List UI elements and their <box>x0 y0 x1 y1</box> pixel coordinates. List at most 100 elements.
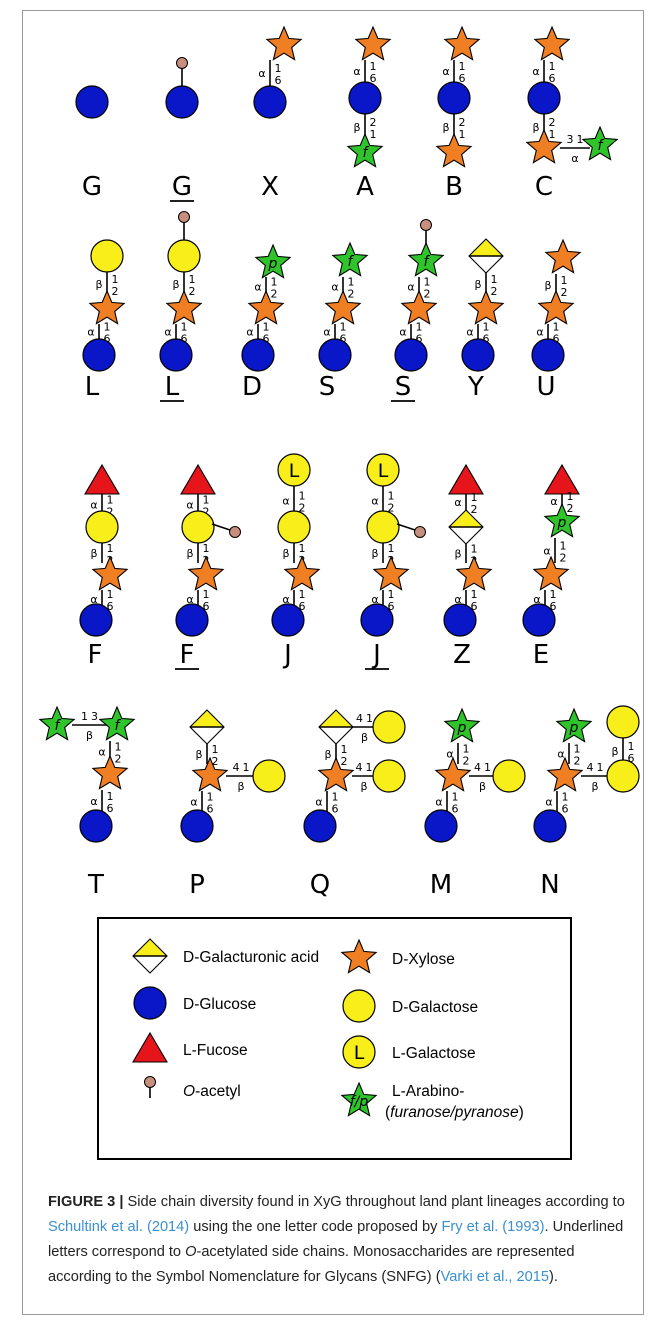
arabinose-ring-letter: f <box>598 138 605 154</box>
linkage-anomer: α <box>466 326 473 339</box>
legend-label-galactose: D-Galactose <box>392 999 478 1016</box>
linkage-position: 1 <box>471 491 478 504</box>
caption-reference-fry[interactable]: Fry et al. (1993) <box>441 1219 545 1235</box>
glucose-circle <box>82 338 116 372</box>
linkage-position: 2 <box>189 285 196 298</box>
linkage-position: 1 <box>550 588 557 601</box>
linkage-anomer: β <box>532 121 539 134</box>
linkage-anomer: α <box>186 593 193 606</box>
glucose-circle <box>75 85 109 119</box>
linkage-anomer: α <box>282 593 289 606</box>
fucose-triangle <box>448 463 484 495</box>
linkage-anomer: β <box>591 780 598 793</box>
linkage-position: 6 <box>275 74 282 87</box>
linkage-anomer: α <box>557 748 564 761</box>
arabinose-ring-letter: f/p <box>350 1094 369 1110</box>
linkage-anomer: α <box>454 593 461 606</box>
linkage-anomer: α <box>258 67 265 80</box>
xylose-star <box>340 938 378 974</box>
xylose-star <box>317 756 355 792</box>
arabinose-star <box>346 132 384 168</box>
caption-reference-schultink[interactable]: Schultink et al. (2014) <box>48 1219 190 1235</box>
structure-code-label: D <box>242 372 262 402</box>
linkage-position: 2 <box>348 288 355 301</box>
structure-code-label: X <box>261 172 279 202</box>
linkage-position: 1 <box>560 540 567 553</box>
linkage-position: 2 <box>567 502 574 515</box>
linkage-position: 1 <box>562 791 569 804</box>
linkage-position: 1 <box>577 133 584 146</box>
xylose-star <box>91 555 129 591</box>
linkage-position: 2 <box>424 288 431 301</box>
linkage-position: 1 <box>81 710 88 723</box>
galacturonic-acid-top <box>190 710 224 727</box>
arabinose-ring-letter: f <box>55 718 62 734</box>
linkage-anomer: α <box>545 796 552 809</box>
linkage-position: 2 <box>574 755 581 768</box>
structure-code-label: B <box>445 172 463 202</box>
linkage-position: 1 <box>459 60 466 73</box>
caption-text-3: . Underlined letters correspond to <box>48 1219 624 1260</box>
linkage-anomer: α <box>371 495 378 508</box>
linkage-position: 6 <box>263 333 270 346</box>
fucose-triangle <box>544 463 580 495</box>
galactose-circle <box>277 510 311 544</box>
structure-code-label: P <box>189 870 205 900</box>
linkage-anomer: α <box>323 326 330 339</box>
linkage-position: 4 <box>587 761 594 774</box>
fucose-triangle <box>132 1031 168 1063</box>
acetyl-circle <box>420 219 432 231</box>
linkage-position: 4 <box>233 761 240 774</box>
linkage-position: 2 <box>112 285 119 298</box>
linkage-position: 6 <box>549 72 556 85</box>
fucose-triangle <box>180 463 216 495</box>
glucose-circle <box>180 809 214 843</box>
arabinose-star <box>340 1081 378 1117</box>
linkage-anomer: α <box>550 495 557 508</box>
linkage-anomer: α <box>90 593 97 606</box>
arabinose-star <box>38 705 76 741</box>
linkage-position: 1 <box>348 276 355 289</box>
linkage-position: 1 <box>366 761 373 774</box>
structure-code-label: U <box>536 372 555 402</box>
caption-text-1: Side chain diversity found in XyG throug… <box>123 1194 625 1210</box>
galactose-circle <box>167 239 201 273</box>
arabinose-star <box>407 241 445 277</box>
glucose-circle <box>241 338 275 372</box>
linkage-position: 1 <box>471 588 478 601</box>
linkage-anomer: β <box>86 729 93 742</box>
linkage-position: 1 <box>107 790 114 803</box>
linkage-position: 1 <box>388 490 395 503</box>
galacturonic-acid-top <box>449 510 483 527</box>
structure-code-label: S <box>395 372 412 402</box>
xylose-star <box>467 289 505 325</box>
structure-code-label: G <box>172 172 192 202</box>
linkage-position: 2 <box>107 506 114 519</box>
linkage-position: 1 <box>189 273 196 286</box>
glucose-circle <box>159 338 193 372</box>
linkage-position: 1 <box>549 128 556 141</box>
caption-reference-varki[interactable]: Varki et al., 2015 <box>440 1269 549 1285</box>
linkage-position: 6 <box>471 600 478 613</box>
linkage-position: 1 <box>549 60 556 73</box>
xylose-star <box>546 756 584 792</box>
galactose-circle <box>372 759 406 793</box>
linkage-position: 1 <box>112 273 119 286</box>
legend-label-fucose: L-Fucose <box>183 1042 248 1059</box>
linkage-anomer: β <box>479 780 486 793</box>
arabinose-ring-letter: f <box>363 145 370 161</box>
linkage-position: 1 <box>574 743 581 756</box>
linkage-position: 3 <box>91 710 98 723</box>
xylose-star <box>187 555 225 591</box>
linkage-anomer: α <box>353 65 360 78</box>
linkage-position: 1 <box>207 791 214 804</box>
linkage-position: 1 <box>366 712 373 725</box>
structure-code-label: A <box>356 172 374 202</box>
linkage-anomer: α <box>87 326 94 339</box>
linkage-position: 1 <box>203 542 210 555</box>
linkage-anomer: α <box>164 326 171 339</box>
structure-code-label: Y <box>467 372 484 402</box>
acetyl-circle <box>178 211 190 223</box>
linkage-position: 6 <box>203 600 210 613</box>
glucose-circle <box>461 338 495 372</box>
